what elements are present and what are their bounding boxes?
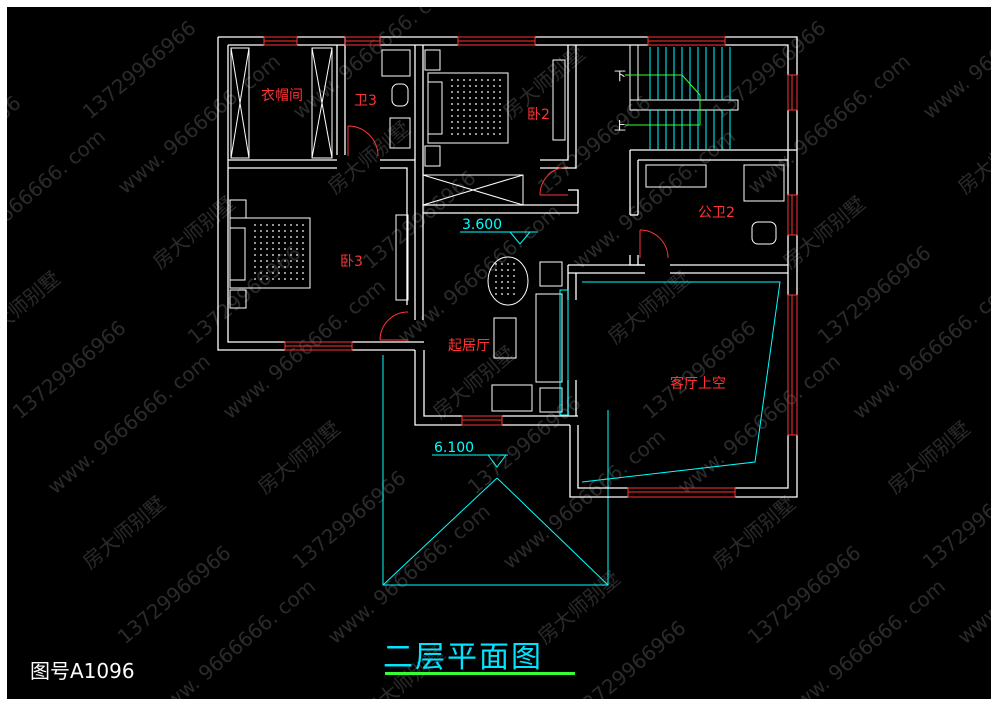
elevation-markers — [432, 231, 538, 468]
watermark-text: 13729966966 — [568, 615, 691, 699]
watermark-text: 13729966966 — [463, 390, 586, 498]
watermark-text: www. 9666666. com — [918, 7, 991, 124]
watermark-text: 房大师别墅 — [148, 191, 240, 274]
watermark-text: 13729966966 — [708, 15, 831, 123]
room-label-bath3: 卫3 — [354, 93, 377, 109]
room-label-bed3: 卧3 — [340, 254, 363, 270]
windows — [263, 36, 798, 498]
room-label-void: 客厅上空 — [670, 375, 726, 392]
room-label-living: 起居厅 — [448, 338, 490, 354]
watermark-text: 房大师别墅 — [953, 116, 991, 199]
watermark-text: 13729966966 — [288, 465, 411, 573]
watermark-text: 房大师别墅 — [708, 491, 800, 574]
void-outline — [581, 281, 781, 483]
watermark-text: 13729966966 — [8, 315, 131, 423]
watermark-text: 房大师别墅 — [603, 266, 695, 349]
bed-pattern — [254, 79, 515, 295]
drawing-number: 图号A1096 — [30, 659, 135, 683]
watermark-text: 13729966966 — [78, 15, 201, 123]
drawing-title: 二层平面图 — [383, 640, 543, 675]
room-label-cloakroom: 衣帽间 — [261, 88, 303, 104]
walls — [217, 36, 798, 498]
watermark-text: 13729966966 — [183, 240, 306, 348]
title-underline — [385, 672, 575, 675]
watermark-text: 房大师别墅 — [988, 641, 991, 699]
watermark-text: 13729966966 — [813, 240, 936, 348]
watermark-text: www. 9666666. com — [7, 124, 110, 274]
watermark-text: 13729966966 — [638, 315, 761, 423]
watermark-text: 13729966966 — [113, 540, 236, 648]
watermark-text: 房大师别墅 — [253, 416, 345, 499]
elevation-upper: 3.600 — [462, 217, 502, 233]
doors — [347, 125, 669, 341]
furniture — [229, 47, 785, 416]
watermark-text: 房大师别墅 — [78, 491, 170, 574]
watermark-text: 13729966966 — [743, 540, 866, 648]
watermark-text: 房大师别墅 — [7, 266, 65, 349]
watermark-text: 13729966966 — [533, 90, 656, 198]
room-label-public-bath2: 公卫2 — [698, 205, 735, 221]
watermark-text: 13729966966 — [7, 90, 25, 198]
elevation-lower: 6.100 — [434, 440, 474, 456]
watermark-text: 房大师别墅 — [533, 566, 625, 649]
watermark-text: 13729966966 — [918, 465, 991, 573]
room-label-bed2: 卧2 — [527, 107, 550, 123]
stair-up-label: 上 — [614, 119, 626, 133]
watermark-text: 房大师别墅 — [883, 416, 975, 499]
stair-down-label: 下 — [614, 69, 626, 83]
staircase — [625, 45, 739, 150]
